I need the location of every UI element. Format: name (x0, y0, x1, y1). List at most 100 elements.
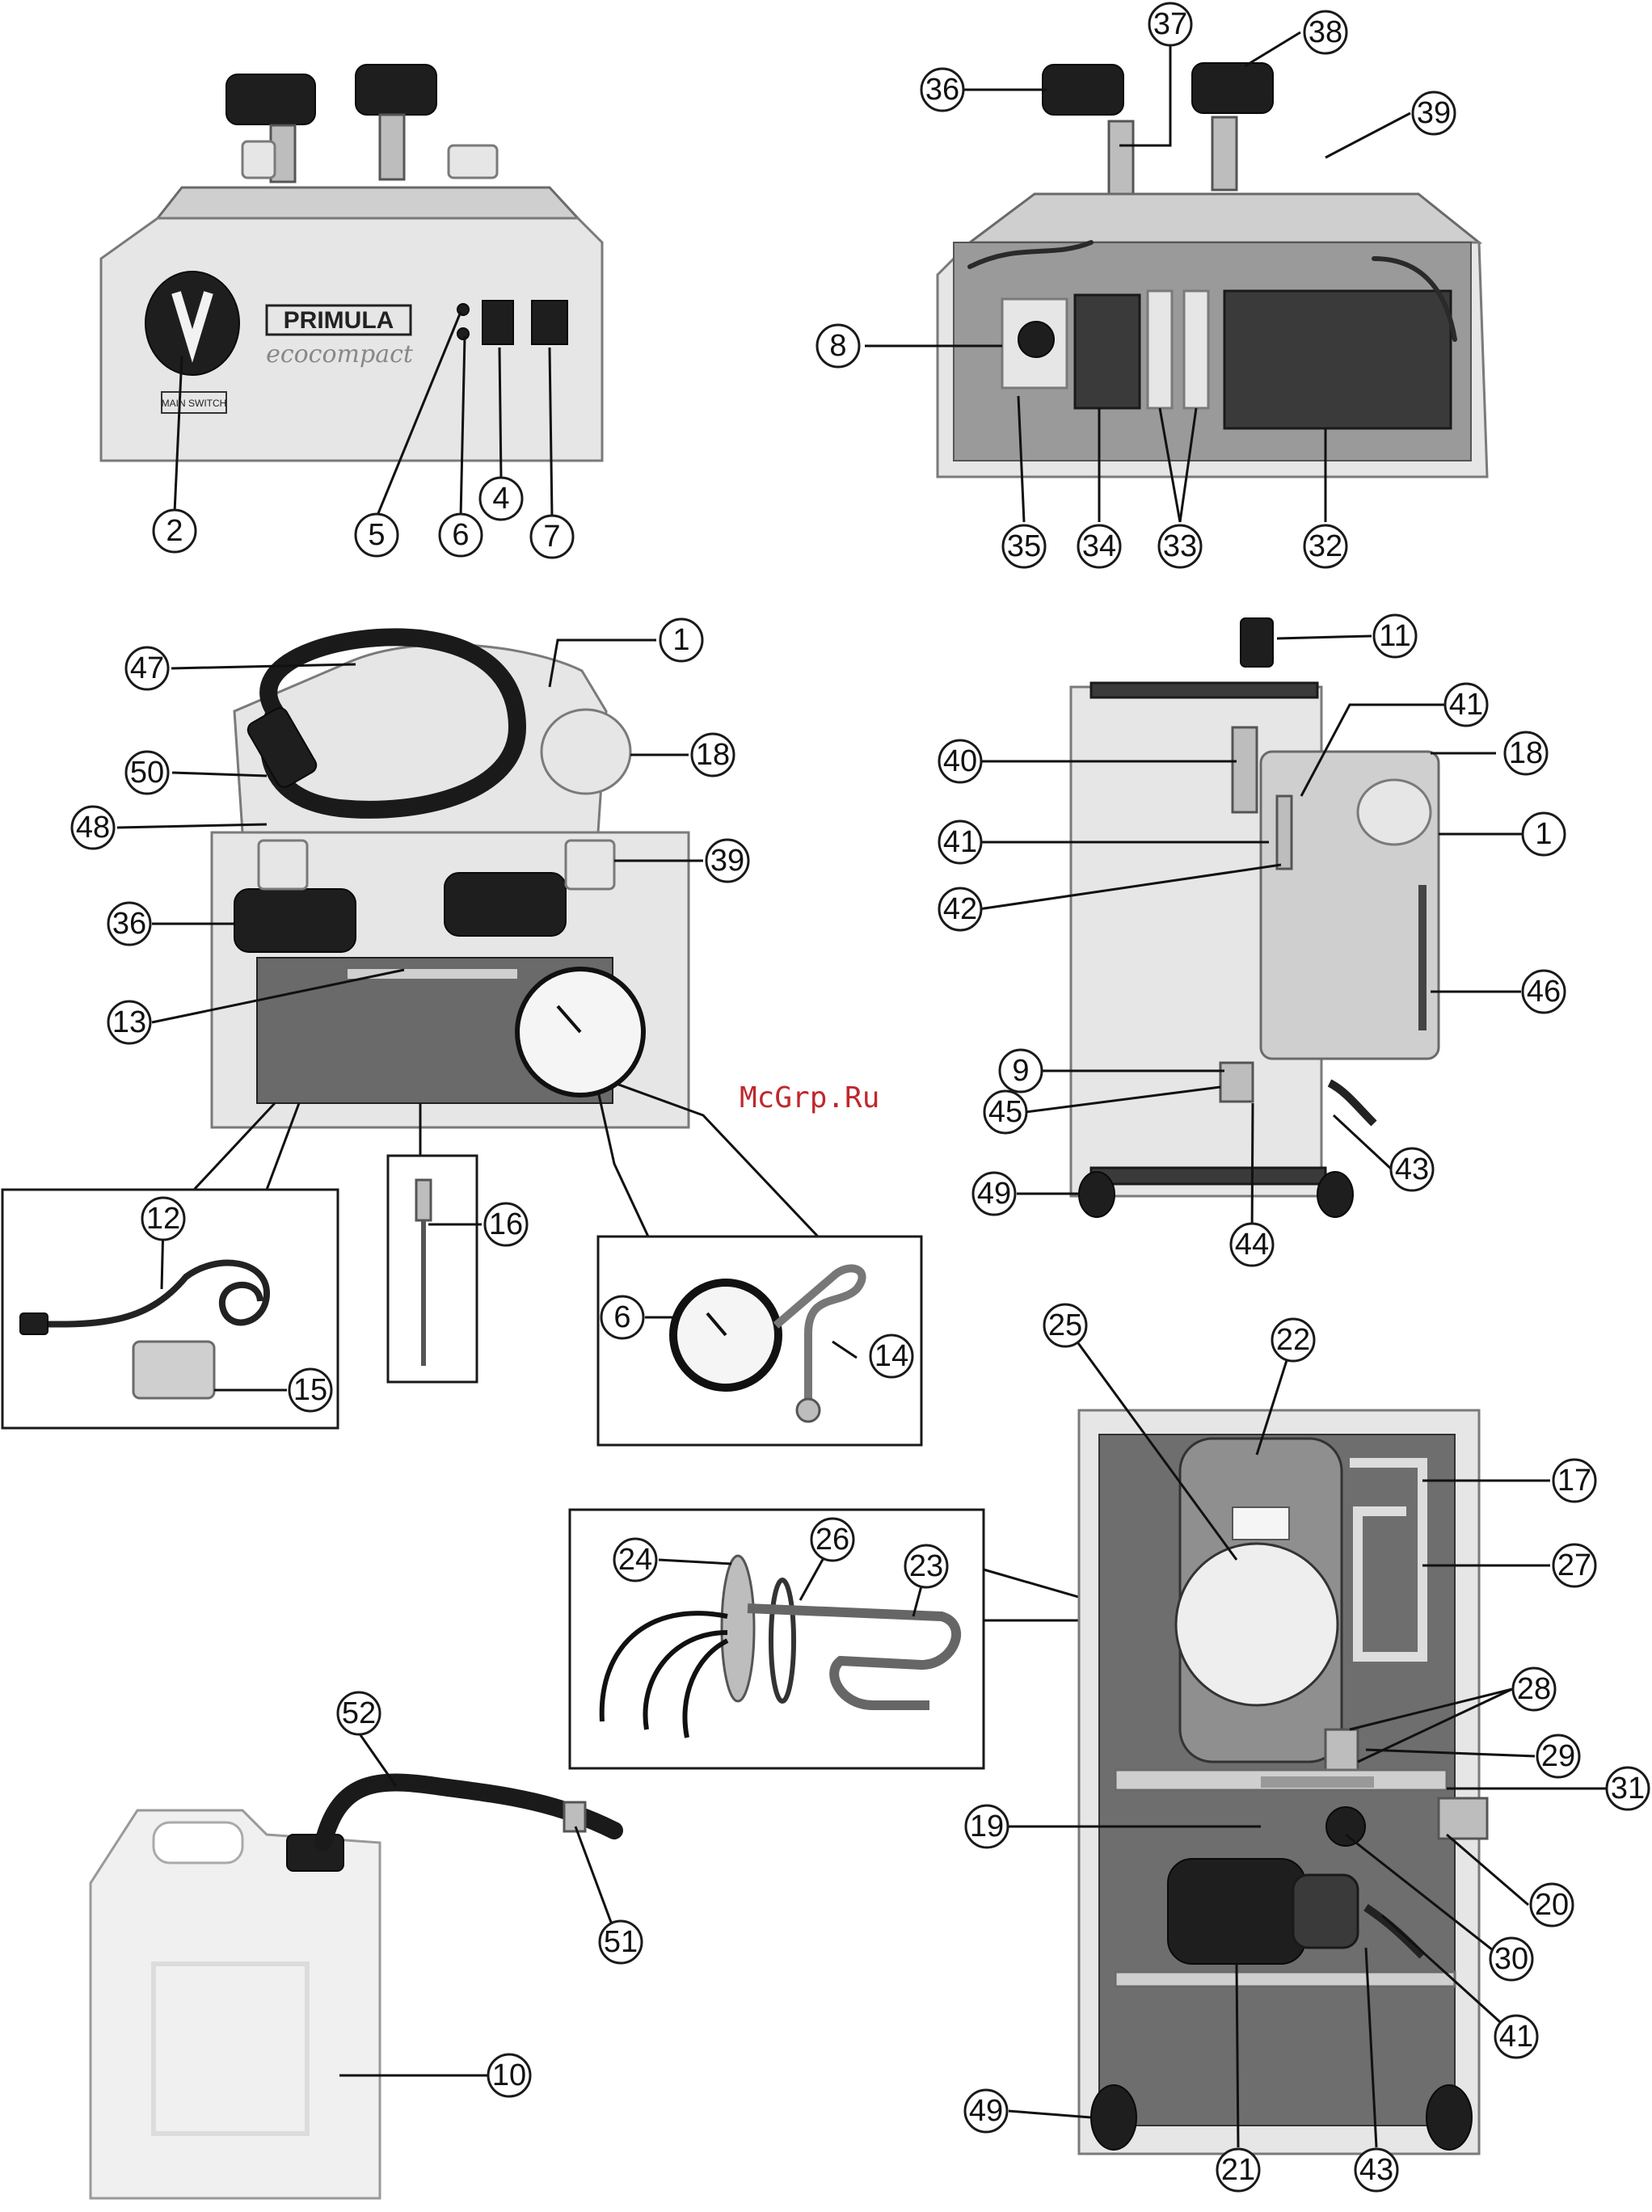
callout-33-label: 33 (1163, 529, 1197, 563)
figure-top-view (212, 637, 689, 1127)
fuse-holder-33b (1184, 291, 1208, 408)
gasket-26 (771, 1580, 794, 1701)
callout-18a-label: 18 (696, 738, 730, 772)
callout-13: 13 (108, 1001, 150, 1043)
callout-29: 29 (1537, 1735, 1579, 1777)
callout-15: 15 (289, 1369, 331, 1411)
figure-front-panel: MAIN SWITCH PRIMULA ecocompact (101, 65, 602, 461)
main-switch-label: MAIN SWITCH (162, 398, 227, 409)
callout-25: 25 (1044, 1304, 1086, 1346)
fuse-holder-33a (1148, 291, 1172, 408)
callout-40: 40 (939, 740, 981, 782)
callout-48: 48 (72, 807, 114, 849)
siphon-pipe-14 (776, 1268, 862, 1406)
callout-19-label: 19 (970, 1810, 1004, 1843)
callout-35-label: 35 (1007, 529, 1041, 563)
callout-49b: 49 (965, 2090, 1007, 2132)
inset-probe (388, 1156, 477, 1382)
wheel-49-cabinet-left (1091, 2085, 1136, 2150)
model-name: ecocompact (266, 340, 414, 369)
callout-21: 21 (1217, 2149, 1259, 2191)
pcb-32 (1224, 291, 1451, 428)
callout-37-label: 37 (1153, 7, 1187, 41)
valve-20 (1439, 1798, 1487, 1839)
callout-39b: 39 (706, 840, 748, 882)
inset-gauge (598, 1237, 921, 1445)
callout-25-label: 25 (1048, 1308, 1082, 1342)
callout-26: 26 (811, 1519, 853, 1561)
callout-27: 27 (1553, 1544, 1595, 1586)
callout-43a: 43 (1391, 1148, 1433, 1190)
callout-1b: 1 (1523, 813, 1565, 855)
box-top (970, 194, 1479, 242)
callout-24-label: 24 (618, 1543, 652, 1577)
connector-block-right (449, 145, 497, 178)
callout-41a: 41 (1445, 684, 1487, 726)
element-wires (602, 1613, 727, 1738)
callout-44: 44 (1231, 1224, 1273, 1266)
callout-14: 14 (870, 1335, 912, 1377)
solenoid-valve-37 (1043, 65, 1123, 115)
base-rail (1091, 1168, 1325, 1184)
callout-34-label: 34 (1082, 529, 1116, 563)
callout-39b-label: 39 (710, 844, 744, 878)
boiler-flange-25 (1176, 1544, 1338, 1705)
connector-39-left (259, 841, 307, 889)
indicator-light-6 (457, 328, 469, 339)
callout-28: 28 (1513, 1668, 1555, 1710)
callout-15-label: 15 (293, 1373, 327, 1407)
callout-6b-label: 6 (613, 1300, 630, 1334)
probe-16-head (416, 1180, 431, 1220)
callout-43b: 43 (1355, 2149, 1397, 2191)
callout-6a: 6 (440, 514, 482, 556)
valve-stem-38 (1212, 117, 1237, 190)
callout-1a: 1 (660, 619, 702, 661)
callout-43b-label: 43 (1359, 2153, 1393, 2187)
callout-39a: 39 (1413, 92, 1455, 134)
callout-23: 23 (905, 1545, 947, 1587)
callout-24: 24 (614, 1539, 656, 1581)
wheel-49-cabinet-right (1427, 2085, 1472, 2150)
callout-39a-label: 39 (1417, 96, 1451, 130)
callout-36b-label: 36 (112, 907, 146, 941)
valve-11 (1241, 618, 1273, 667)
siphon-fitting (797, 1399, 820, 1422)
callout-1b-label: 1 (1535, 817, 1552, 851)
callout-20: 20 (1531, 1884, 1573, 1926)
callout-51-label: 51 (604, 1925, 638, 1959)
callout-41b-label: 41 (943, 825, 977, 859)
callout-41b: 41 (939, 821, 981, 863)
callout-49a: 49 (973, 1173, 1015, 1215)
main-switch-8-dial (1018, 322, 1054, 357)
solenoid-valve-38 (1192, 63, 1273, 113)
tank-cap-18 (542, 710, 630, 794)
callout-46: 46 (1523, 971, 1565, 1013)
callout-49a-label: 49 (977, 1177, 1011, 1211)
callout-30-label: 30 (1494, 1942, 1528, 1976)
callout-52-label: 52 (342, 1696, 376, 1730)
callout-42: 42 (939, 888, 981, 930)
callout-45-label: 45 (988, 1095, 1022, 1129)
callout-1a-label: 1 (672, 623, 689, 657)
watermark: McGrp.Ru (740, 1081, 879, 1114)
callout-44-label: 44 (1235, 1228, 1269, 1262)
callout-18b-label: 18 (1509, 736, 1543, 770)
pump-head (1293, 1875, 1358, 1948)
callout-41c-label: 41 (1499, 2020, 1533, 2054)
callout-47: 47 (126, 647, 168, 689)
fitting-42 (1277, 796, 1292, 869)
heating-element-23 (748, 1608, 956, 1705)
callout-36a: 36 (921, 69, 963, 111)
callout-22-label: 22 (1276, 1323, 1310, 1357)
thermostat-15 (133, 1342, 214, 1398)
callout-12-label: 12 (146, 1202, 180, 1236)
callout-21-label: 21 (1221, 2153, 1255, 2187)
callout-23-label: 23 (909, 1549, 943, 1583)
solenoid-valve-36 (234, 889, 356, 952)
callout-34: 34 (1078, 525, 1120, 567)
housing-top (158, 187, 578, 218)
pump-motor-21 (1168, 1859, 1305, 1964)
side-top-rail (1091, 683, 1317, 697)
valve-40 (1233, 727, 1257, 812)
callout-40-label: 40 (943, 744, 977, 778)
